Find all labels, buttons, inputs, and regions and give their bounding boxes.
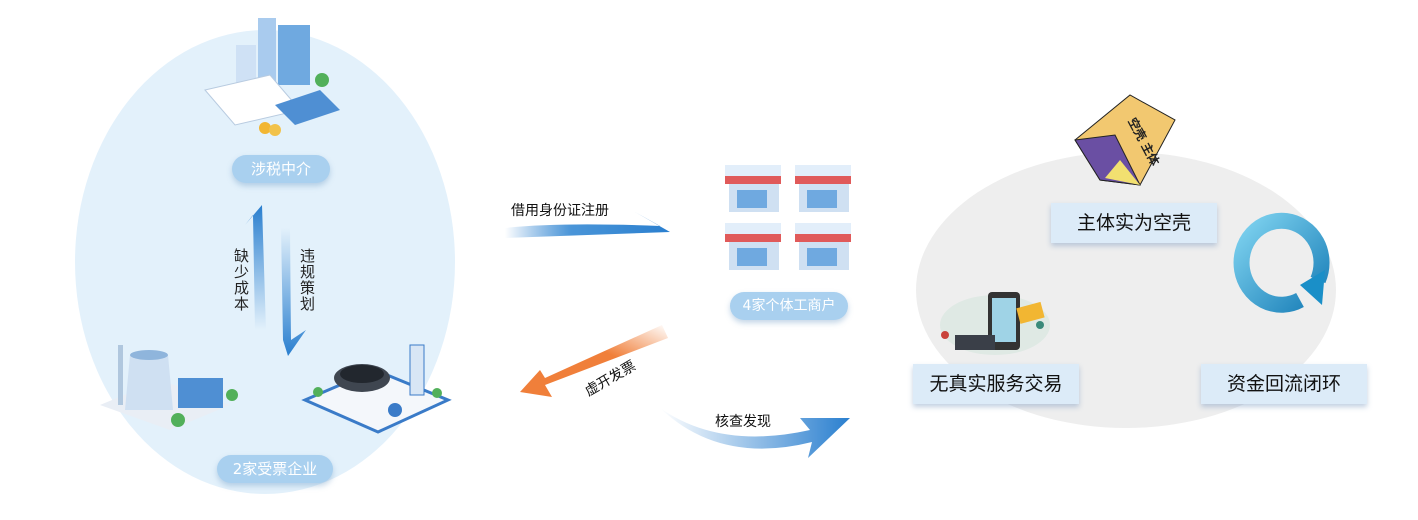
power-plant-illustration <box>100 345 238 430</box>
receiving-companies-pill: 2家受票企业 <box>217 455 333 483</box>
shop-icon <box>725 165 781 212</box>
shop-icon <box>795 223 851 270</box>
lack-cost-label: 缺少成本 <box>232 248 250 312</box>
inspect-arrow <box>660 408 850 458</box>
shell-entity-box: 主体实为空壳 <box>1051 203 1217 243</box>
shell-box-illustration <box>1074 94 1176 186</box>
shop-icon <box>725 223 781 270</box>
down-arrow <box>281 228 306 356</box>
register-label: 借用身份证注册 <box>511 203 609 219</box>
fund-loop-ring-icon <box>1233 212 1330 313</box>
fund-loop-box: 资金回流闭环 <box>1201 364 1367 404</box>
tax-agent-illustration <box>204 18 340 136</box>
factory-illustration <box>301 344 452 434</box>
illegal-planning-label: 违规策划 <box>298 248 316 312</box>
shop-icon <box>795 165 851 212</box>
inspect-label: 核查发现 <box>715 414 771 430</box>
register-arrow <box>505 212 670 238</box>
right-ellipse <box>916 152 1336 428</box>
invoice-arrow <box>520 325 668 397</box>
tax-agent-pill: 涉税中介 <box>232 155 330 183</box>
shops-pill: 4家个体工商户 <box>730 292 848 320</box>
no-real-trade-box: 无真实服务交易 <box>913 364 1079 404</box>
up-arrow <box>245 205 266 330</box>
payment-illustration <box>940 292 1050 355</box>
shops-illustration <box>725 165 851 270</box>
